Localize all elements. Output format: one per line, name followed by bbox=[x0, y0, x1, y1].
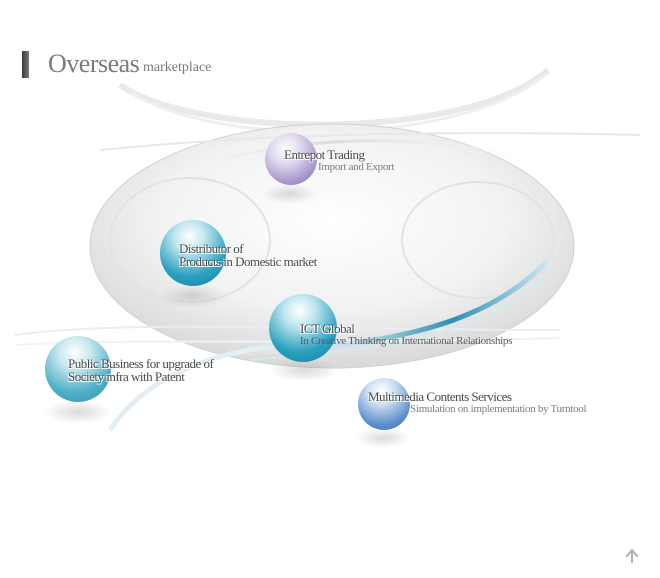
distributor-node-title-line2: Products in Domestic market bbox=[179, 254, 317, 269]
public-node-title-line2: Society infra with Patent bbox=[68, 369, 185, 384]
distributor-node-label[interactable]: Distributor of Products in Domestic mark… bbox=[179, 242, 317, 268]
entrepot-node-title: Entrepot Trading bbox=[284, 147, 365, 162]
ict-node-shadow bbox=[268, 358, 340, 382]
distributor-node-title-line1: Distributor of bbox=[179, 241, 244, 256]
ict-node-sphere[interactable] bbox=[269, 294, 337, 362]
ict-node-label[interactable]: ICT Global In Creative Thinking on Inter… bbox=[300, 322, 512, 347]
entrepot-node-label[interactable]: Entrepot Trading Import and Export bbox=[284, 148, 394, 173]
multimedia-node-shadow bbox=[355, 428, 411, 448]
distributor-node-sphere[interactable] bbox=[160, 220, 226, 286]
multimedia-node-subtitle: Simulation on implementation by Turntool bbox=[410, 403, 587, 415]
entrepot-node-sphere[interactable] bbox=[265, 133, 317, 185]
page-subtitle: marketplace bbox=[143, 60, 212, 75]
arrow-up-icon[interactable] bbox=[624, 548, 640, 564]
public-node-label[interactable]: Public Business for upgrade of Society i… bbox=[68, 356, 214, 384]
public-node-sphere[interactable] bbox=[45, 336, 111, 402]
multimedia-node-title: Multimedia Contents Services bbox=[368, 389, 512, 404]
title-marker-bar bbox=[22, 51, 29, 78]
public-node-shadow bbox=[44, 400, 112, 424]
entrepot-node-shadow bbox=[262, 184, 318, 204]
entrepot-node-subtitle: Import and Export bbox=[318, 161, 395, 173]
page-title: Overseas bbox=[48, 49, 140, 78]
public-node-title-line1: Public Business for upgrade of bbox=[68, 356, 214, 371]
ict-node-subtitle: In Creative Thinking on International Re… bbox=[300, 335, 513, 347]
ict-node-title: ICT Global bbox=[300, 321, 355, 336]
multimedia-node-sphere[interactable] bbox=[358, 378, 410, 430]
multimedia-node-label[interactable]: Multimedia Contents Services Simulation … bbox=[368, 389, 587, 415]
distributor-node-shadow bbox=[158, 284, 228, 308]
